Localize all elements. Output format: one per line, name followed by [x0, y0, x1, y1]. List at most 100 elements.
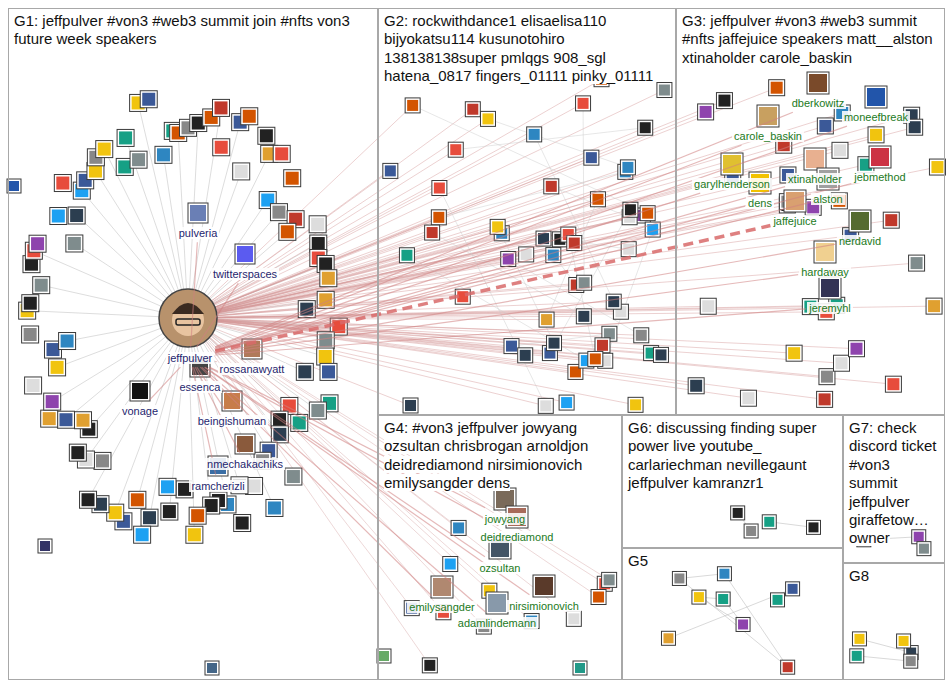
avatar-icon — [118, 160, 131, 173]
vertex-label: nmechakachiks — [205, 458, 285, 470]
edge-line — [215, 309, 806, 355]
avatar-frame — [757, 105, 779, 127]
avatar-icon — [834, 144, 846, 156]
avatar-frame — [804, 148, 826, 170]
avatar-icon — [215, 141, 228, 154]
avatar-icon — [783, 662, 793, 672]
vertex-node: beingishuman — [196, 411, 269, 429]
hub-avatar-hair — [172, 303, 204, 314]
avatar-icon — [224, 393, 240, 409]
vertex-label: ozsultan — [478, 562, 523, 574]
avatar-frame — [819, 369, 835, 385]
avatar-frame — [425, 225, 440, 240]
avatar-frame — [54, 175, 71, 192]
avatar-icon — [630, 399, 641, 410]
avatar-icon — [819, 120, 831, 132]
avatar-frame — [620, 160, 635, 175]
vertex-node: deidrediamond — [479, 527, 556, 545]
vertex-label: jaffejuice — [771, 215, 818, 227]
vertex-label: ramcherizli — [189, 480, 246, 492]
edge-line — [215, 361, 216, 362]
vertex-node: jeffpulver — [166, 348, 214, 366]
avatar-frame — [692, 590, 706, 604]
avatar-icon — [82, 493, 95, 506]
avatar-icon — [385, 165, 396, 176]
avatar-frame — [744, 524, 758, 538]
avatar-icon — [694, 592, 704, 602]
avatar-icon — [119, 131, 132, 144]
avatar-frame — [233, 163, 250, 180]
avatar-layer — [7, 72, 945, 675]
avatar-icon — [640, 122, 651, 133]
avatar-frame — [241, 108, 258, 125]
avatar-icon — [851, 343, 863, 355]
avatar-icon — [659, 85, 670, 96]
vertex-label: adamlindemann — [456, 617, 538, 629]
background-link — [188, 318, 194, 535]
group-panel: G3: jeffpulver #von3 #web3 summit #nfts … — [676, 8, 945, 415]
background-links — [27, 79, 937, 667]
avatar-icon — [540, 400, 551, 411]
avatar-icon — [496, 490, 514, 508]
avatar-icon — [24, 328, 37, 341]
background-link — [188, 318, 586, 361]
avatar-frame — [819, 277, 841, 299]
avatar-frame — [309, 216, 326, 233]
avatar-frame — [518, 348, 533, 363]
avatar-icon — [311, 404, 324, 417]
avatar-icon — [578, 311, 589, 322]
avatar-icon — [407, 100, 418, 111]
avatar-icon — [899, 636, 909, 646]
avatar-frame — [212, 99, 229, 116]
group-heading: G2: rockwithdance1 elisaelisa110 bijyoka… — [384, 12, 653, 84]
avatar-icon — [237, 246, 253, 262]
avatar-icon — [788, 347, 800, 359]
avatar-icon — [604, 574, 615, 585]
avatar-frame — [929, 159, 945, 175]
background-link — [88, 318, 188, 500]
vertex-node: carole_baskin — [732, 126, 804, 144]
avatar-icon — [43, 412, 56, 425]
group-heading: G1: jeffpulver #von3 #web3 summit join #… — [14, 12, 350, 47]
background-link — [188, 167, 628, 318]
avatar-frame — [832, 142, 848, 158]
vertex-label: jebmethod — [852, 171, 907, 183]
avatar-frame — [538, 398, 553, 413]
avatar-frame — [432, 181, 447, 196]
avatar-icon — [268, 501, 281, 514]
vertex-node: dberkowitz — [790, 93, 847, 111]
avatar-frame — [868, 127, 884, 143]
avatar-frame — [547, 336, 562, 351]
avatar-frame — [657, 83, 672, 98]
avatar-frame — [736, 617, 750, 631]
avatar-frame — [258, 127, 275, 144]
background-link — [188, 172, 625, 318]
vertex-label: emilysangder — [407, 601, 476, 613]
avatar-icon — [322, 272, 335, 285]
background-link — [188, 79, 602, 318]
hub-avatar — [159, 289, 217, 347]
avatar-icon — [401, 250, 412, 261]
avatar-frame — [431, 576, 453, 598]
avatar-icon — [132, 383, 148, 399]
avatar-icon — [275, 147, 288, 160]
vertex-node: rossanawyatt — [218, 359, 287, 377]
edge-line — [150, 367, 181, 400]
avatar-frame — [309, 402, 326, 419]
avatar-icon — [96, 454, 109, 467]
avatar-icon — [453, 522, 464, 533]
vertex-node: jeremyhl — [807, 298, 853, 316]
avatar-icon — [68, 237, 81, 250]
avatar-icon — [260, 129, 273, 142]
group-panel: G7: check discord ticket #von3 summit je… — [843, 415, 945, 563]
avatar-frame — [234, 515, 251, 532]
avatar-frame — [213, 139, 230, 156]
avatar-frame — [527, 127, 542, 142]
avatar-frame — [688, 378, 704, 394]
avatar-icon — [773, 595, 783, 605]
background-link — [188, 88, 777, 318]
avatar-icon — [71, 446, 84, 459]
background-link — [188, 109, 473, 318]
avatar-icon — [520, 350, 531, 361]
